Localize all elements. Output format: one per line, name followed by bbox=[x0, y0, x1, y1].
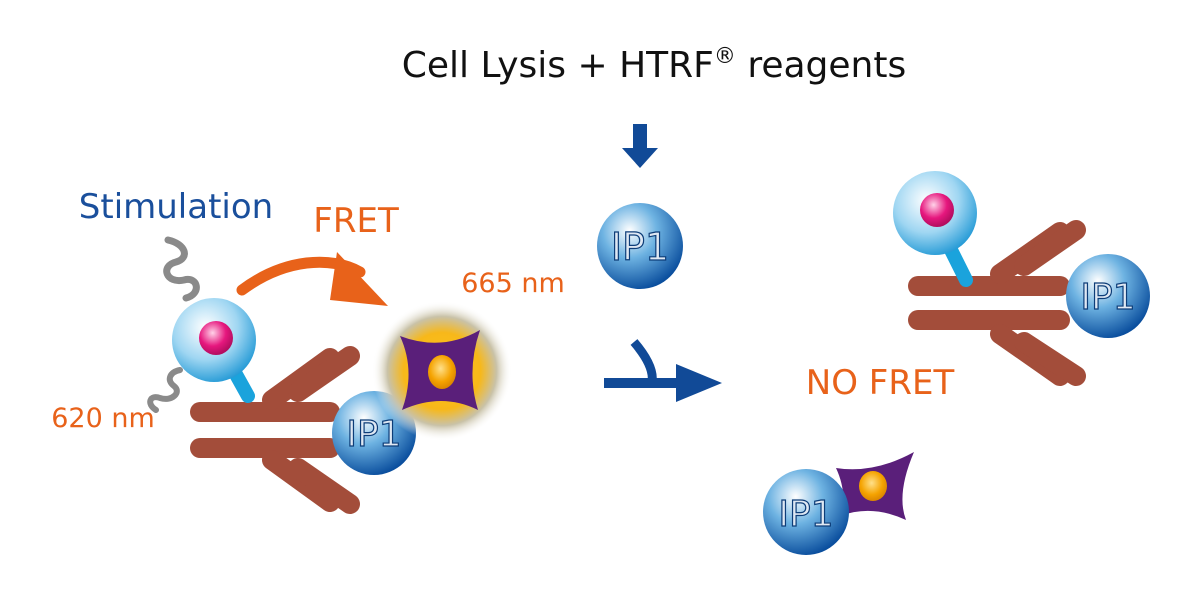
down-arrow-icon bbox=[622, 124, 658, 168]
emission-620-wave-icon bbox=[147, 367, 183, 413]
registered-mark: ® bbox=[714, 44, 736, 69]
emission-620-label: 620 nm bbox=[51, 403, 155, 434]
competition-arrow-icon bbox=[604, 339, 722, 402]
acceptor-free bbox=[836, 452, 914, 520]
title-suffix: reagents bbox=[736, 45, 906, 86]
fret-arrow-icon bbox=[236, 252, 388, 306]
donor-fluorophore-right bbox=[893, 171, 977, 287]
excitation-wave-icon bbox=[163, 236, 200, 302]
emission-665-label: 665 nm bbox=[461, 268, 565, 299]
no-fret-label: NO FRET bbox=[806, 363, 955, 403]
donor-fluorophore-left bbox=[172, 298, 256, 403]
page-title: Cell Lysis + HTRF® reagents bbox=[402, 44, 907, 86]
ip1-bound-right-molecule: IP1 bbox=[1066, 254, 1150, 338]
title-main: Cell Lysis + HTRF bbox=[402, 45, 714, 86]
ip1-bound-left-label: IP1 bbox=[346, 414, 401, 455]
antibody-left bbox=[190, 346, 360, 514]
stimulation-label: Stimulation bbox=[79, 187, 273, 227]
fret-label: FRET bbox=[313, 201, 399, 241]
acceptor-glowing bbox=[372, 301, 512, 441]
ip1-free-molecule: IP1 bbox=[597, 203, 683, 289]
ip1-acceptor-pair-label: IP1 bbox=[778, 494, 833, 535]
ip1-free-label: IP1 bbox=[611, 225, 669, 269]
ip1-acceptor-pair-molecule: IP1 bbox=[763, 469, 849, 555]
ip1-bound-right-label: IP1 bbox=[1080, 277, 1135, 318]
antibody-right bbox=[908, 220, 1086, 386]
